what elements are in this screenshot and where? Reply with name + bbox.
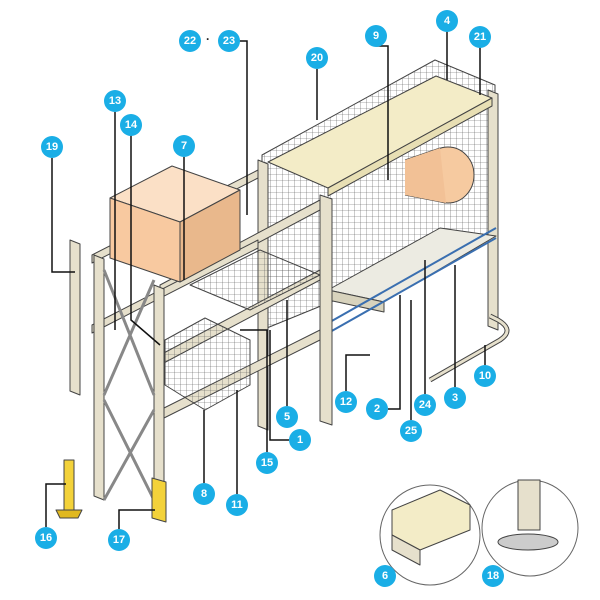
callout-3: 3 — [444, 387, 466, 409]
callout-15: 15 — [256, 452, 278, 474]
callout-1: 1 — [289, 429, 311, 451]
bollard — [63, 459, 75, 511]
callout-23: 23 — [218, 30, 240, 52]
callout-5: 5 — [276, 406, 298, 428]
callout-13: 13 — [104, 90, 126, 112]
callout-17: 17 — [108, 529, 130, 551]
callout-10: 10 — [474, 365, 496, 387]
upright-front-left — [93, 254, 105, 501]
callout-8: 8 — [193, 483, 215, 505]
callout-9: 9 — [365, 25, 387, 47]
callout-24: 24 — [414, 394, 436, 416]
carton-side — [179, 189, 241, 283]
leader-lines — [45, 31, 486, 529]
callout-11: 11 — [226, 494, 248, 516]
callout-21: 21 — [469, 26, 491, 48]
callout-7: 7 — [173, 135, 195, 157]
callout-18: 18 — [482, 565, 504, 587]
callout-20: 20 — [306, 47, 328, 69]
upright-back-right — [487, 89, 499, 331]
wire-basket — [164, 317, 251, 411]
callout-4: 4 — [436, 10, 458, 32]
upright-front-right — [319, 194, 333, 426]
callout-6: 6 — [374, 565, 396, 587]
upright-back-left — [69, 239, 81, 396]
callout-2: 2 — [366, 398, 388, 420]
callout-25: 25 — [400, 420, 422, 442]
callout-19: 19 — [41, 136, 63, 158]
callout-16: 16 — [35, 527, 57, 549]
callout-14: 14 — [120, 114, 142, 136]
upright-protector — [151, 477, 167, 523]
callout-separator: · — [206, 32, 210, 46]
callout-12: 12 — [335, 391, 357, 413]
callout-22: 22 — [179, 30, 201, 52]
